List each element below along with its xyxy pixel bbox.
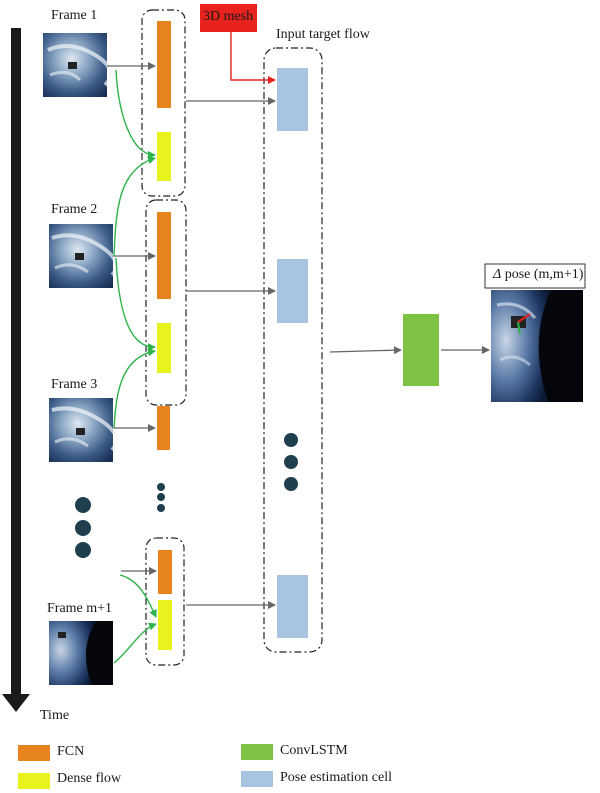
output-label-text: pose (m,m+1) [504,267,584,282]
frame-1-image [43,33,113,97]
green-arrows [113,69,157,664]
frame-m1-label: Frame m+1 [47,601,113,616]
frame-1-label: Frame 1 [51,8,98,23]
gray-arrows [107,62,490,609]
frame-2-label: Frame 2 [51,202,98,217]
legend-swatch-fcn [18,745,50,761]
legend-label-fcn: FCN [57,744,85,759]
frames-ellipsis-dots [75,497,91,558]
legend-label-dense-flow: Dense flow [57,771,122,786]
frame-m1-image [49,621,113,685]
mesh-label: 3D mesh [203,9,254,24]
input-flow-label: Input target flow [276,27,370,42]
output-label: Δ pose (m,m+1) [493,267,583,283]
output-label-box [484,263,586,289]
frame-3-label: Frame 3 [51,377,98,392]
output-pose-image [491,290,583,402]
pose-ellipsis-dots [284,433,298,491]
legend-swatch-pose-cell [241,771,273,787]
time-axis [2,28,30,712]
pose-estimation-cells [277,68,308,638]
time-label: Time [40,708,70,723]
delta-symbol: Δ [493,267,502,282]
legend-label-pose-cell: Pose estimation cell [280,770,392,785]
fcn-blocks [157,21,172,594]
legend-swatch-convlstm [241,744,273,760]
mesh-box [200,4,257,32]
legend-swatch-dense-flow [18,773,50,789]
feature-groups [141,9,323,666]
mesh-arrow [230,32,276,84]
frame-3-image [49,398,119,462]
convlstm-block [403,314,439,386]
legend-label-convlstm: ConvLSTM [280,743,348,758]
fcn-ellipsis-dots [157,483,165,512]
dense-flow-blocks [157,132,172,650]
frame-2-image [49,224,119,288]
